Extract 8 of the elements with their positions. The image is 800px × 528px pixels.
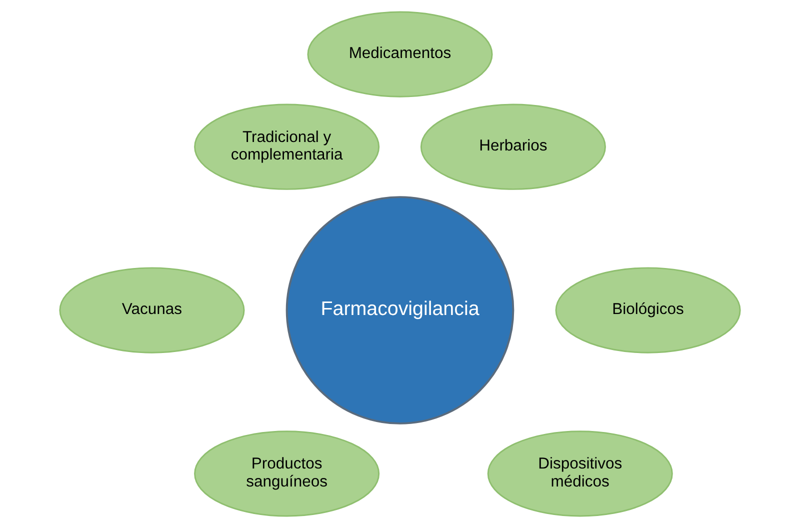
node-ellipse: Herbarios — [420, 104, 606, 190]
node-ellipse: Productos sanguíneos — [194, 430, 380, 517]
node-ellipse: Dispositivos médicos — [487, 430, 673, 517]
node-ellipse: Tradicional y complementaria — [194, 104, 380, 190]
node-ellipse: Biológicos — [555, 267, 741, 354]
node-ellipse: Medicamentos — [307, 11, 493, 98]
node-circle: Farmacovigilancia — [286, 196, 514, 424]
node-ellipse: Vacunas — [59, 267, 245, 354]
